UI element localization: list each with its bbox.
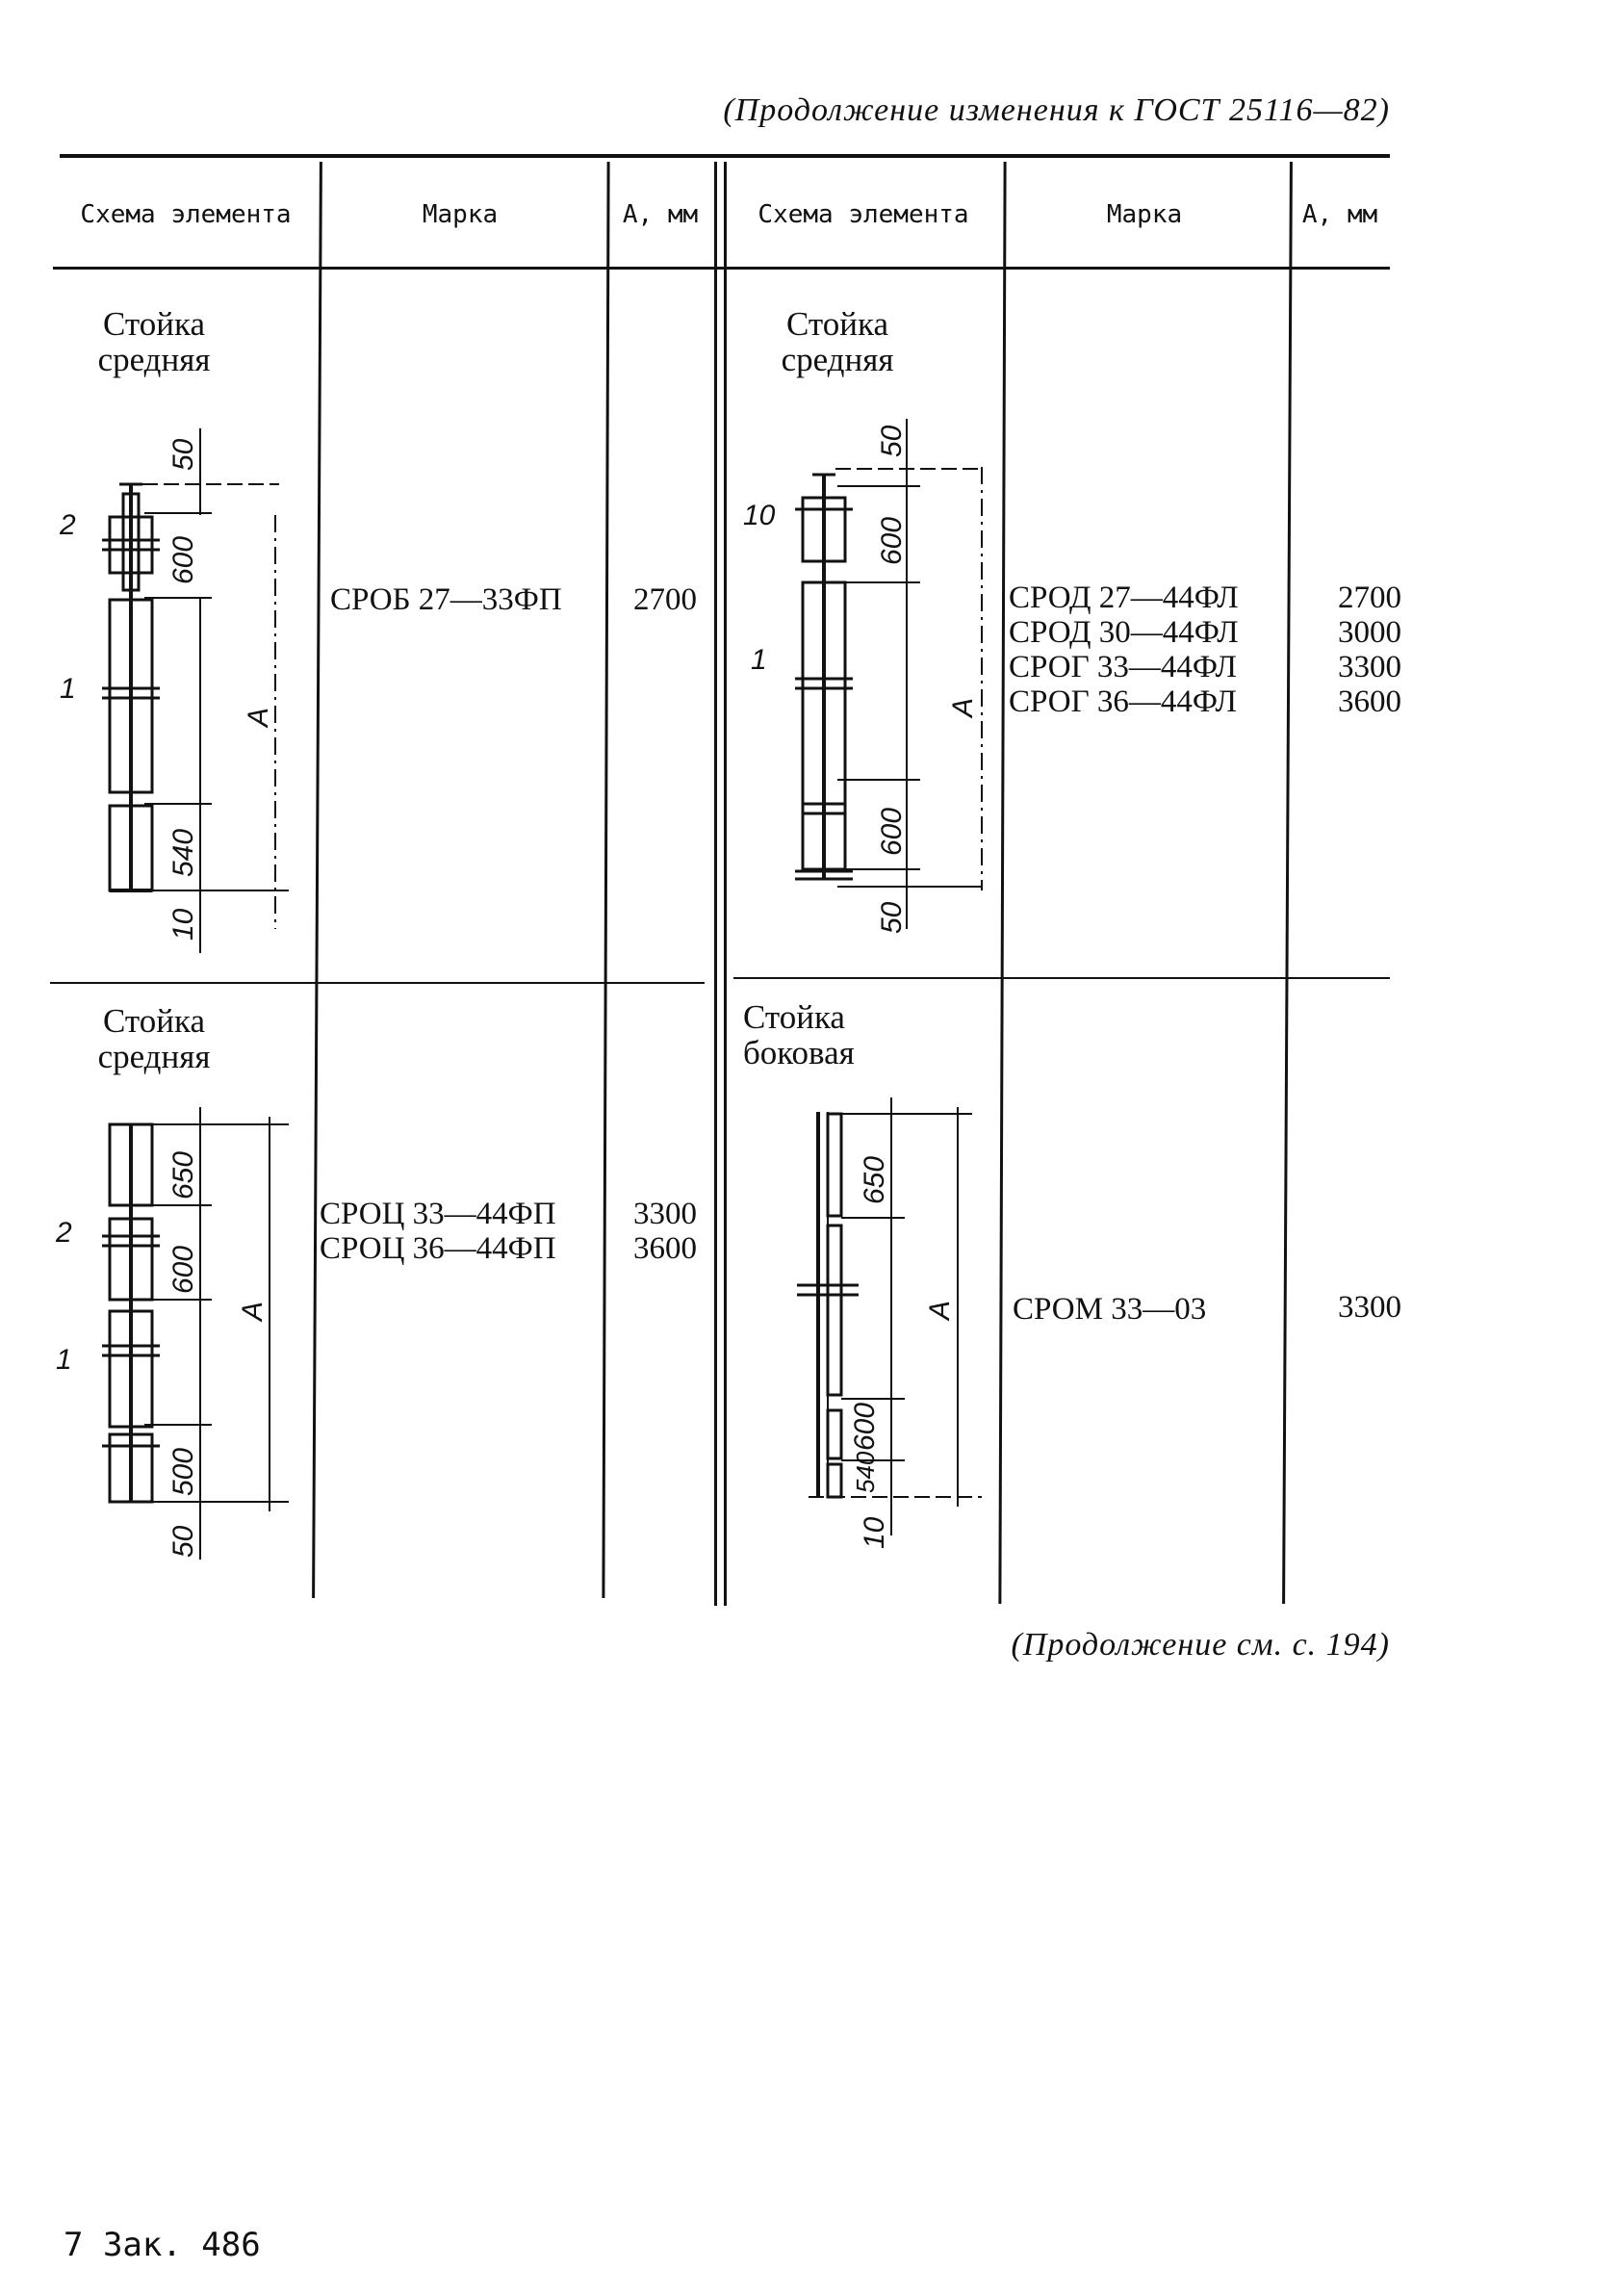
a-values: 3300 3600 xyxy=(612,1197,697,1266)
dimension-top: 50 xyxy=(167,438,199,471)
element-schema: 650 600 540 10 А xyxy=(760,1093,991,1574)
element-schema: 50 600 600 50 А 10 1 xyxy=(741,409,991,948)
col-divider-double-b xyxy=(724,162,727,1606)
a-value: 3000 xyxy=(1338,615,1401,650)
position-1: 1 xyxy=(751,644,767,676)
position-1: 1 xyxy=(56,1344,72,1376)
dimension-upper: 600 xyxy=(167,1246,199,1294)
col-divider-double-a xyxy=(714,162,717,1606)
row-divider-right xyxy=(733,977,1390,979)
dimension-lower: 540 xyxy=(851,1451,880,1493)
dimension-top: 650 xyxy=(859,1156,890,1204)
element-schema: 650 600 500 50 А 2 1 xyxy=(48,1097,298,1588)
row-divider-left xyxy=(50,982,705,984)
order-number: 7 Зак. 486 xyxy=(64,2226,261,2264)
dimension-lower: 600 xyxy=(876,808,908,856)
dimension-height: А xyxy=(947,698,979,719)
a-value: 3300 xyxy=(1338,650,1401,684)
a-value: 2700 xyxy=(1338,580,1401,615)
mark: СРОЦ 33—44ФП xyxy=(320,1197,556,1231)
a-values: 3300 xyxy=(1296,1290,1401,1325)
dimension-top: 50 xyxy=(876,425,908,457)
header-schema-right: Схема элемента xyxy=(758,200,969,229)
position-1: 1 xyxy=(60,673,76,705)
continuation-footer: (Продолжение см. с. 194) xyxy=(1011,1627,1390,1663)
col-divider-3 xyxy=(998,161,1007,1605)
header-schema-left: Схема элемента xyxy=(80,200,292,229)
dimension-bottom: 50 xyxy=(876,901,908,934)
col-divider-1 xyxy=(312,162,322,1598)
mark: СРОМ 33—03 xyxy=(1013,1292,1207,1327)
dimension-upper: 600 xyxy=(876,517,908,565)
a-values: 2700 xyxy=(612,582,697,617)
position-2: 2 xyxy=(55,1217,72,1249)
element-schema: 50 600 540 10 А 2 1 xyxy=(48,409,298,953)
element-name: Стойка средняя xyxy=(97,305,211,378)
element-name: Стойка средняя xyxy=(781,305,894,378)
mark-list: СРОМ 33—03 xyxy=(1013,1292,1206,1327)
continuation-header: (Продолжение изменения к ГОСТ 25116—82) xyxy=(723,92,1390,128)
a-value: 3600 xyxy=(1338,684,1401,719)
header-a-left: А, мм xyxy=(622,200,699,229)
position-10: 10 xyxy=(743,500,776,531)
element-name: Стойка боковая xyxy=(743,998,855,1071)
a-values: 2700 3000 3300 3600 xyxy=(1296,580,1401,719)
a-value: 2700 xyxy=(633,582,697,617)
dimension-lower: 500 xyxy=(167,1448,199,1496)
dimension-top: 650 xyxy=(167,1151,199,1200)
element-name: Стойка средняя xyxy=(97,1002,211,1075)
mark: СРОБ 27—33ФП xyxy=(330,582,562,617)
dimension-lower: 540 xyxy=(167,829,199,877)
dimension-height: А xyxy=(243,708,274,729)
mark: СРОД 27—44ФЛ xyxy=(1009,580,1239,615)
dimension-height: А xyxy=(237,1302,269,1323)
mark: СРОЦ 36—44ФП xyxy=(320,1231,556,1266)
position-2: 2 xyxy=(59,509,76,541)
dimension-upper: 600 xyxy=(167,536,199,584)
mark: СРОГ 36—44ФЛ xyxy=(1009,684,1237,719)
dimension-bottom: 10 xyxy=(859,1516,890,1549)
a-value: 3300 xyxy=(1338,1290,1401,1325)
mark: СРОД 30—44ФЛ xyxy=(1009,615,1239,650)
a-value: 3600 xyxy=(633,1231,697,1266)
dimension-bottom: 50 xyxy=(167,1525,199,1558)
mark-list: СРОЦ 33—44ФП СРОЦ 36—44ФП xyxy=(320,1197,556,1266)
mark-list: СРОД 27—44ФЛ СРОД 30—44ФЛ СРОГ 33—44ФЛ С… xyxy=(1009,580,1239,719)
dimension-upper: 600 xyxy=(849,1403,881,1451)
dimension-bottom: 10 xyxy=(167,908,199,941)
dimension-height: А xyxy=(924,1301,956,1322)
col-divider-4 xyxy=(1282,162,1293,1604)
table-top-rule xyxy=(60,154,1390,158)
table-header-rule xyxy=(53,267,1390,270)
header-a-right: А, мм xyxy=(1301,200,1378,229)
header-mark-left: Марка xyxy=(422,200,499,229)
col-divider-2 xyxy=(602,161,610,1599)
a-value: 3300 xyxy=(633,1197,697,1231)
mark: СРОГ 33—44ФЛ xyxy=(1009,650,1237,684)
header-mark-right: Марка xyxy=(1106,200,1183,229)
mark-list: СРОБ 27—33ФП xyxy=(330,582,562,617)
